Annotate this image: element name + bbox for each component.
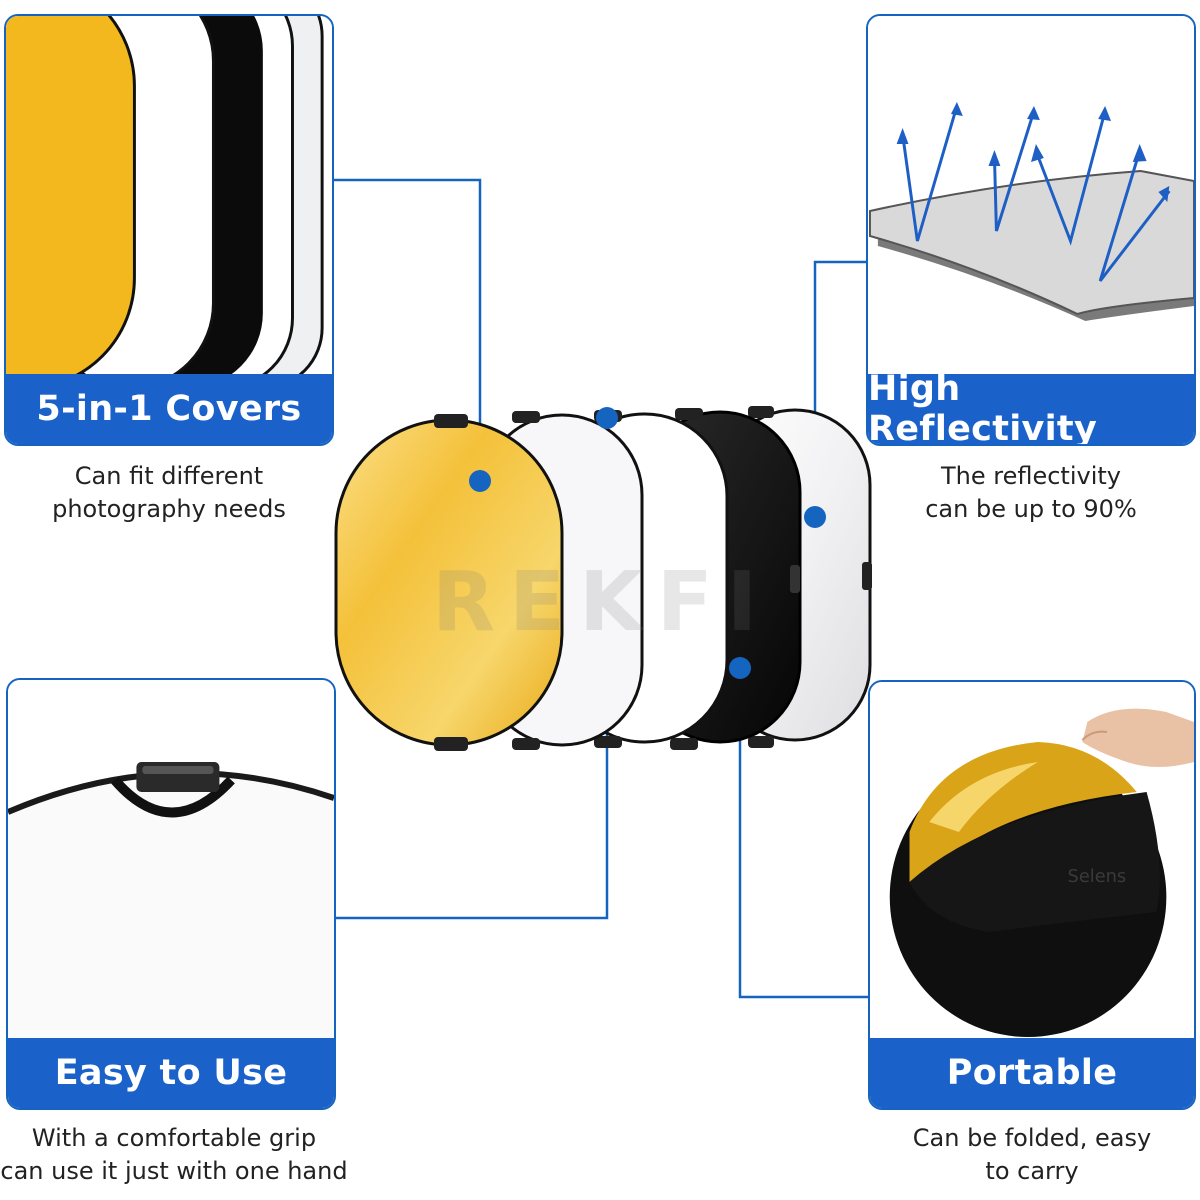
connector-dot-portable: [729, 657, 751, 679]
feature-title: Easy to Use: [8, 1038, 334, 1108]
feature-panel-covers: 5-in-1 Covers: [4, 14, 334, 446]
feature-caption-portable: Can be folded, easy to carry: [912, 1124, 1152, 1185]
feature-caption-reflectivity: The reflectivity can be up to 90%: [925, 462, 1137, 523]
feature-title: Portable: [870, 1038, 1194, 1108]
connector-line-covers: [334, 178, 482, 481]
handle-grip-icon: [8, 680, 334, 1042]
connector-line-reflectivity: [813, 260, 866, 517]
watermark: REKFI: [432, 555, 772, 650]
feature-caption-covers: Can fit different photography needs: [52, 462, 286, 523]
connector-dot-covers: [469, 470, 491, 492]
reflection-arrows-icon: [868, 16, 1194, 378]
connector-dot-reflectivity: [804, 506, 826, 528]
feature-panel-easy-to-use: Easy to Use: [6, 678, 336, 1110]
feature-title: 5-in-1 Covers: [6, 374, 332, 444]
feature-title: High Reflectivity: [868, 369, 1194, 444]
reflector-layers-icon: [6, 16, 332, 378]
feature-caption-easy-to-use: With a comfortable grip can use it just …: [0, 1124, 348, 1185]
connector-dot-easy: [596, 407, 618, 429]
connector-line-easy: [336, 418, 609, 920]
bag-logo: Selens: [1068, 866, 1127, 887]
feature-panel-portable: Selens Portable: [868, 680, 1196, 1110]
feature-panel-reflectivity: High Reflectivity: [866, 14, 1196, 446]
carry-bag-icon: Selens: [870, 682, 1194, 1042]
connector-line-portable: [738, 668, 868, 999]
